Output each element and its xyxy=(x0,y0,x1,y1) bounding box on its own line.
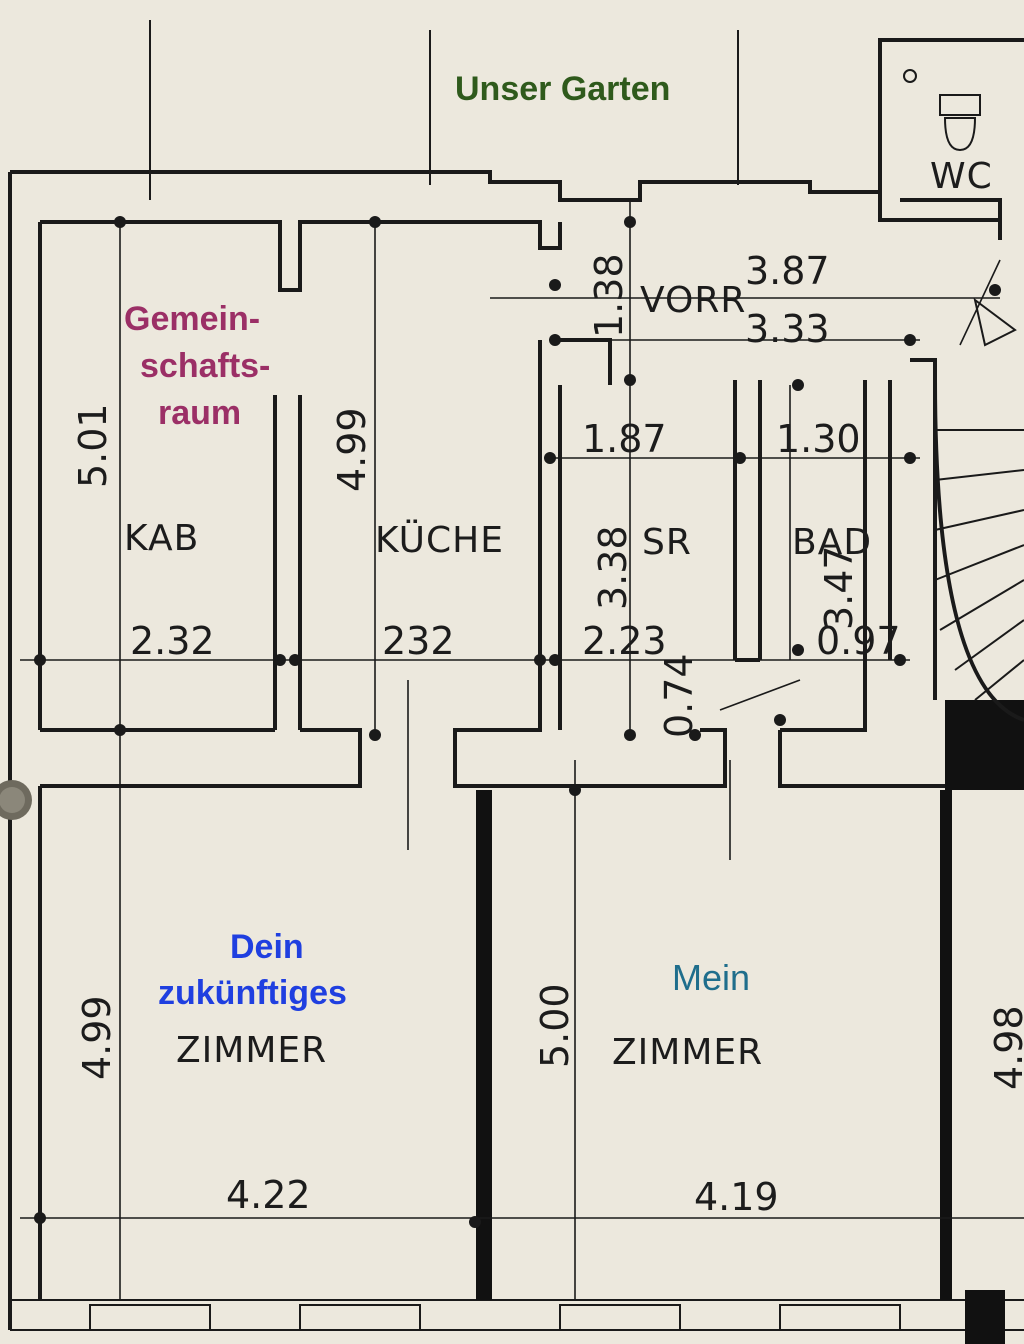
bad-length-dim: 3.47 xyxy=(817,545,861,630)
sr-length-dim: 3.38 xyxy=(591,525,635,610)
zimmer-left-label: ZIMMER xyxy=(176,1030,327,1071)
vorr-length-dim: 1.38 xyxy=(587,253,631,338)
vorr-mid-dim: 3.33 xyxy=(745,307,830,351)
dimension-lines xyxy=(20,200,1024,1300)
zimmer-left-length-dim: 4.99 xyxy=(75,995,119,1080)
wc-label: WC xyxy=(930,156,993,197)
common-room-label-line3: raum xyxy=(158,394,241,432)
dimension-dots xyxy=(34,216,1001,1228)
my-room-label: Mein xyxy=(672,957,750,998)
kab-label: KAB xyxy=(124,518,199,559)
sr-width-top-dim: 1.87 xyxy=(582,417,667,461)
kueche-label: KÜCHE xyxy=(375,519,504,561)
left-edge-pins xyxy=(0,780,32,820)
zimmer-far-length-dim: 4.98 xyxy=(987,1005,1024,1090)
vorr-label: VORR xyxy=(640,280,746,321)
bad-label: BAD xyxy=(792,522,872,563)
kab-width-dim: 2.32 xyxy=(130,619,215,663)
your-room-label-line1: Dein xyxy=(230,928,304,966)
sr-width-dim: 2.23 xyxy=(582,619,667,663)
zimmer-right-width-dim: 4.19 xyxy=(694,1175,779,1219)
bad-width-dim: 0.97 xyxy=(816,619,901,663)
common-room-label-line2: schafts- xyxy=(140,347,270,385)
kueche-length-dim: 4.99 xyxy=(330,407,374,492)
bottom-windows xyxy=(89,1304,901,1331)
bad-width-top-dim: 1.30 xyxy=(776,417,861,461)
vorr-top-dim: 3.87 xyxy=(745,249,830,293)
kab-length-dim: 5.01 xyxy=(71,403,115,488)
zimmer-left-width-dim: 4.22 xyxy=(226,1173,311,1217)
kueche-width-dim: 232 xyxy=(382,619,455,663)
zimmer-right-length-dim: 5.00 xyxy=(533,983,577,1068)
staircase xyxy=(933,379,1024,722)
garden-label: Unser Garten xyxy=(455,70,670,108)
zimmer-right-label: ZIMMER xyxy=(612,1032,763,1073)
sr-label: SR xyxy=(642,522,692,563)
wc-fixture xyxy=(903,69,981,152)
common-room-label-line1: Gemein- xyxy=(124,300,260,338)
passage-dim: 0.74 xyxy=(657,653,701,738)
entry-door xyxy=(959,259,1017,347)
your-room-label-line2: zukünftiges xyxy=(158,974,347,1012)
back-walls xyxy=(40,40,1024,788)
partition-walls xyxy=(476,700,1024,1344)
